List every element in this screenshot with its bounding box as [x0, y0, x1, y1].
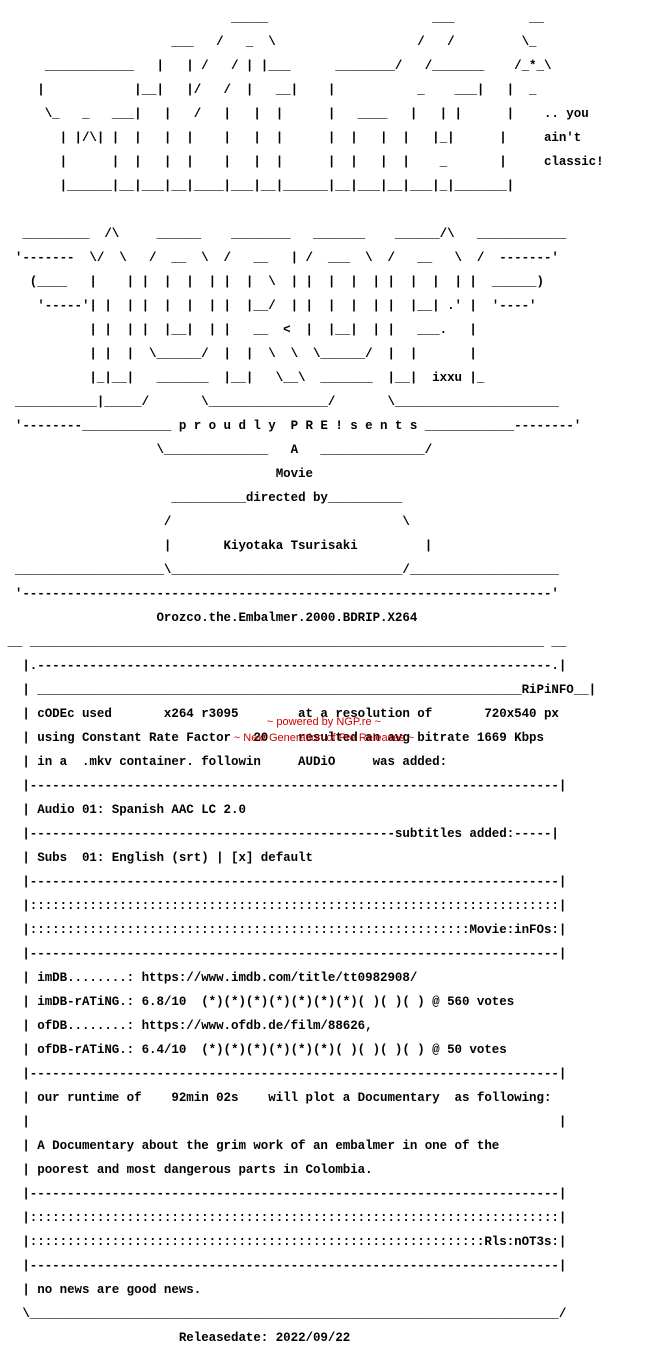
rate-row: | using Constant Rate Factor 20 resulted…	[0, 731, 544, 745]
divider: '---------------------------------------…	[0, 587, 559, 601]
plot-row-1: | A Documentary about the grim work of a…	[0, 1139, 500, 1153]
ascii-line: '------- \/ \ / __ \ / __ | / ___ \ / __…	[0, 251, 559, 265]
director-box-bottom: ____________________\___________________…	[0, 563, 559, 577]
separator: |---------------------------------------…	[0, 947, 567, 961]
ofdb-row: | ofDB........: https://www.ofdb.de/film…	[0, 1019, 373, 1033]
ripinfo-title: RiPiNFO	[521, 683, 574, 697]
footer-tagline: ~ Next Generation of Pre Releases ~	[233, 732, 415, 744]
subtitles-header: subtitles added:	[394, 827, 515, 841]
ascii-line: |______|__|___|__|____|___|__|______|__|…	[0, 179, 515, 193]
ascii-line: | | | \______/ | | \ \ \______/ | | |	[0, 347, 477, 361]
release-date: Releasedate: 2022/09/22	[178, 1331, 351, 1345]
ascii-line: (____ | | | | | | | | \ | | | | | | | | …	[0, 275, 544, 289]
separator: |---------------------------------------…	[0, 779, 567, 793]
ascii-line: ___ / _ \ / / \_	[0, 35, 537, 49]
director-box-top: / \	[0, 515, 410, 529]
audio-row: | Audio 01: Spanish AAC LC 2.0	[0, 803, 246, 817]
separator: |---------------------------------------…	[0, 1067, 567, 1081]
imdb-rating-row: | imDB-rATiNG.: 6.8/10 (*)(*)(*)(*)(*)(*…	[0, 995, 515, 1009]
notes-header: |:::::::::::::::::::::::::::::::::::::::…	[0, 1235, 567, 1249]
separator: |---------------------------------------…	[0, 1187, 567, 1201]
tagline-row: '--------____________ p r o u d l y P R …	[0, 419, 582, 433]
subs-row: | Subs 01: English (srt) | [x] default	[0, 851, 313, 865]
tagline: p r o u d l y P R E ! s e n t s	[178, 419, 418, 433]
subtitles-header-row: |---------------------------------------…	[0, 827, 559, 841]
release-title: Orozco.the.Embalmer.2000.BDRIP.X264	[156, 611, 418, 625]
ripinfo-header: | ______________________________________…	[0, 683, 597, 697]
notes-row: | no news are good news.	[0, 1283, 202, 1297]
ascii-line	[0, 204, 604, 216]
plot-row-2: | poorest and most dangerous parts in Co…	[0, 1163, 373, 1177]
nfo-art: _____ ___ __ ___ / _ \ / / \_ __________…	[0, 11, 604, 1345]
separator: |---------------------------------------…	[0, 1259, 567, 1273]
imdb-row: | imDB........: https://www.imdb.com/tit…	[0, 971, 418, 985]
director-row: | Kiyotaka Tsurisaki |	[0, 539, 433, 553]
box-bottom: \_______________________________________…	[0, 1307, 567, 1321]
ascii-line: | |__| |/ / | __| | _ ___| | _	[0, 83, 537, 97]
director-name: Kiyotaka Tsurisaki	[223, 539, 358, 553]
codec-row: | cODEc used x264 r3095 at a resolution …	[0, 707, 559, 721]
colon-rule: |:::::::::::::::::::::::::::::::::::::::…	[0, 1211, 567, 1225]
ascii-line: _________ /\ ______ ________ _______ ___…	[0, 227, 567, 241]
movieinfo-header: |:::::::::::::::::::::::::::::::::::::::…	[0, 923, 567, 937]
movieinfo-title: Movie:inFOs	[469, 923, 552, 937]
ascii-line: ____________ | | / / | |___ ________/ /_…	[0, 59, 552, 73]
ascii-line: |_|__| _______ |__| \__\ _______ |__| ix…	[0, 371, 485, 385]
movie-line-a: \______________ A ______________/	[0, 443, 433, 457]
ofdb-rating-row: | ofDB-rATiNG.: 6.4/10 (*)(*)(*)(*)(*)(*…	[0, 1043, 507, 1057]
release-title-row: Orozco.the.Embalmer.2000.BDRIP.X264	[0, 611, 604, 625]
movie-line-movie: Movie	[275, 467, 313, 481]
ascii-line: \_ _ ___| | / | | | | ____ | | | | .. yo…	[0, 107, 589, 121]
box-edge: |.--------------------------------------…	[0, 659, 567, 673]
ascii-line: | | | | | | | | | | | | _ | classic!	[0, 155, 604, 169]
footer-powered-by: ~ powered by NGP.re ~	[266, 716, 382, 728]
runtime-row: | our runtime of 92min 02s will plot a D…	[0, 1091, 552, 1105]
ascii-line: | | | | |__| | | __ < | |__| | | ___. |	[0, 323, 477, 337]
ascii-line: | |/\| | | | | | | | | | | | |_| | ain't	[0, 131, 582, 145]
colon-rule: |:::::::::::::::::::::::::::::::::::::::…	[0, 899, 567, 913]
release-date-row: Releasedate: 2022/09/22	[0, 1331, 604, 1345]
ascii-line: ___________|_____/ \________________/ \_…	[0, 395, 559, 409]
blank-row: | |	[0, 1115, 567, 1129]
separator: |---------------------------------------…	[0, 875, 567, 889]
ascii-line: _____ ___ __	[0, 11, 544, 25]
movie-line-directed: __________directed by__________	[0, 491, 403, 505]
notes-title: Rls:nOT3s	[484, 1235, 552, 1249]
box-top: __ _____________________________________…	[0, 635, 567, 649]
ascii-line: '-----'| | | | | | | | |__/ | | | | | | …	[0, 299, 537, 313]
container-row: | in a .mkv container. followin AUDiO wa…	[0, 755, 448, 769]
